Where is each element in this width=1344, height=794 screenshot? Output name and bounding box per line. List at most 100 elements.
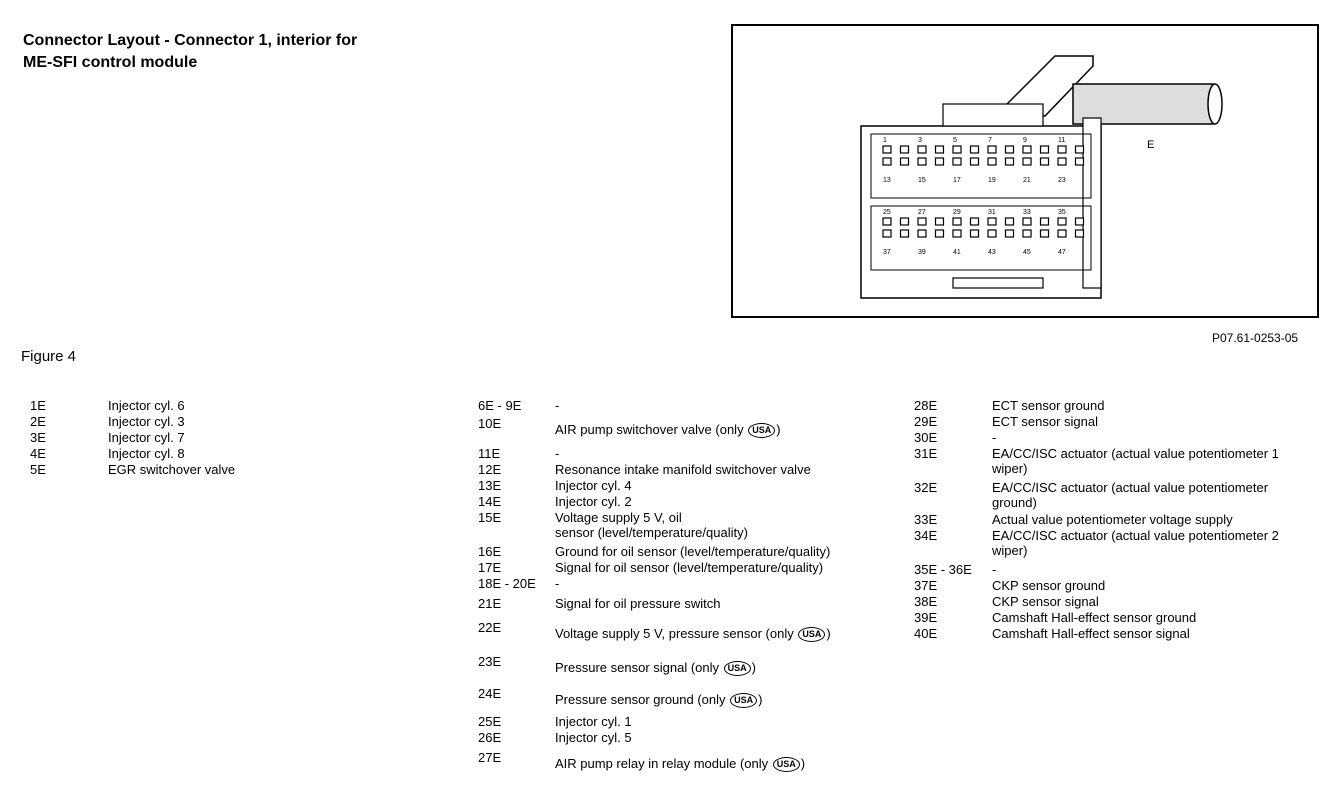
page-title: Connector Layout - Connector 1, interior… — [23, 30, 443, 74]
pin-id: 32E — [914, 480, 938, 495]
pin-socket — [882, 229, 892, 238]
pin-id: 2E — [30, 414, 46, 429]
pin-description: - — [555, 576, 559, 591]
title-line-1: Connector Layout - Connector 1, interior… — [23, 32, 358, 49]
pin-socket — [1074, 157, 1085, 166]
pin-socket — [1004, 229, 1015, 238]
pin-number-label: 43 — [988, 249, 996, 256]
closing-paren: ) — [800, 756, 806, 771]
pin-id: 29E — [914, 414, 938, 429]
description-text: Injector cyl. 8 — [108, 446, 185, 461]
pin-description: Injector cyl. 1 — [555, 714, 632, 729]
description-text: CKP sensor signal — [992, 594, 1099, 609]
pin-id: 11E — [478, 446, 501, 461]
pin-id: 34E — [914, 528, 938, 543]
pin-description: EA/CC/ISC actuator (actual value potenti… — [992, 446, 1279, 476]
usa-badge-icon: USA — [772, 757, 800, 773]
closing-paren: ) — [751, 660, 757, 675]
pin-number-label: 27 — [918, 209, 926, 216]
pin-description: Pressure sensor signal (only USA) — [555, 660, 757, 677]
pin-socket — [1022, 145, 1032, 154]
pin-number-label: 9 — [1023, 137, 1027, 144]
pin-id: 38E — [914, 594, 938, 609]
pin-description: ECT sensor ground — [992, 398, 1105, 413]
pin-id: 26E — [478, 730, 502, 745]
pin-socket — [969, 145, 980, 154]
side-e-label: E — [1147, 139, 1154, 151]
pin-id: 39E — [914, 610, 938, 625]
pin-id: 18E - 20E — [478, 576, 536, 591]
figure-reference-code: P07.61-0253-05 — [1212, 331, 1299, 345]
description-text: Signal for oil pressure switch — [555, 596, 721, 611]
pin-description: Ground for oil sensor (level/temperature… — [555, 544, 830, 559]
pin-number-label: 23 — [1058, 177, 1066, 184]
pin-number-label: 33 — [1023, 209, 1031, 216]
pin-socket — [1057, 157, 1067, 166]
pin-socket — [934, 145, 945, 154]
pin-number-label: 25 — [883, 209, 891, 216]
side-rail — [1082, 117, 1102, 289]
pin-socket — [934, 157, 945, 166]
usa-badge-icon: USA — [730, 693, 758, 709]
usa-badge-icon: USA — [723, 661, 751, 677]
pin-description: Signal for oil sensor (level/temperature… — [555, 560, 823, 575]
pin-id: 23E — [478, 654, 502, 669]
description-text: - — [992, 562, 997, 577]
pin-number-label: 21 — [1023, 177, 1031, 184]
description-text: Injector cyl. 7 — [108, 430, 185, 445]
pin-id: 27E — [478, 750, 502, 765]
pin-socket — [1057, 229, 1067, 238]
description-text: Injector cyl. 6 — [108, 398, 185, 413]
description-continuation: sensor (level/temperature/quality) — [555, 525, 748, 540]
pin-number-label: 45 — [1023, 249, 1031, 256]
pin-description: CKP sensor ground — [992, 578, 1105, 593]
pin-socket — [987, 217, 997, 226]
bottom-tab — [952, 277, 1044, 289]
description-text: Camshaft Hall-effect sensor signal — [992, 626, 1190, 641]
pin-socket — [987, 157, 997, 166]
usa-badge-icon: USA — [798, 627, 826, 643]
pin-socket — [934, 217, 945, 226]
description-text: Pressure sensor signal (only — [555, 660, 720, 675]
pin-description: CKP sensor signal — [992, 594, 1099, 609]
pin-socket — [1074, 229, 1085, 238]
description-text: Resonance intake manifold switchover val… — [555, 462, 811, 477]
pin-socket — [917, 157, 927, 166]
pin-socket — [1039, 229, 1050, 238]
pin-description: Camshaft Hall-effect sensor signal — [992, 626, 1190, 641]
pin-description: AIR pump switchover valve (only USA) — [555, 422, 781, 439]
closing-paren: ) — [776, 422, 781, 437]
pin-description: Injector cyl. 4 — [555, 478, 632, 493]
pin-number-label: 1 — [883, 137, 887, 144]
description-text: Signal for oil sensor (level/temperature… — [555, 560, 824, 575]
pin-description: Actual value potentiometer voltage suppl… — [992, 512, 1233, 527]
pin-socket — [899, 145, 910, 154]
top-tab — [942, 103, 1044, 127]
pin-description: AIR pump relay in relay module (only USA… — [555, 756, 806, 773]
pin-description: EGR switchover valve — [108, 462, 235, 477]
pin-id: 31E — [914, 446, 938, 461]
closing-paren: ) — [826, 626, 831, 641]
pin-description: Pressure sensor ground (only USA) — [555, 692, 763, 709]
description-text: ECT sensor signal — [992, 414, 1098, 429]
pin-id: 35E - 36E — [914, 562, 972, 577]
pin-socket — [1039, 145, 1050, 154]
pin-socket — [899, 157, 910, 166]
description-text: Actual value potentiometer voltage suppl… — [992, 512, 1233, 527]
description-continuation: wiper) — [992, 543, 1028, 558]
description-continuation: ground) — [992, 495, 1037, 510]
description-text: Injector cyl. 3 — [108, 414, 185, 429]
pin-socket — [1039, 217, 1050, 226]
pin-id: 5E — [30, 462, 46, 477]
pin-id: 6E - 9E — [478, 398, 522, 413]
description-text: - — [992, 430, 997, 445]
pin-number-label: 15 — [918, 177, 926, 184]
pin-socket — [1022, 229, 1032, 238]
pin-description: ECT sensor signal — [992, 414, 1098, 429]
pin-id: 40E — [914, 626, 938, 641]
cable-end — [1207, 83, 1223, 125]
pin-id: 1E — [30, 398, 46, 413]
